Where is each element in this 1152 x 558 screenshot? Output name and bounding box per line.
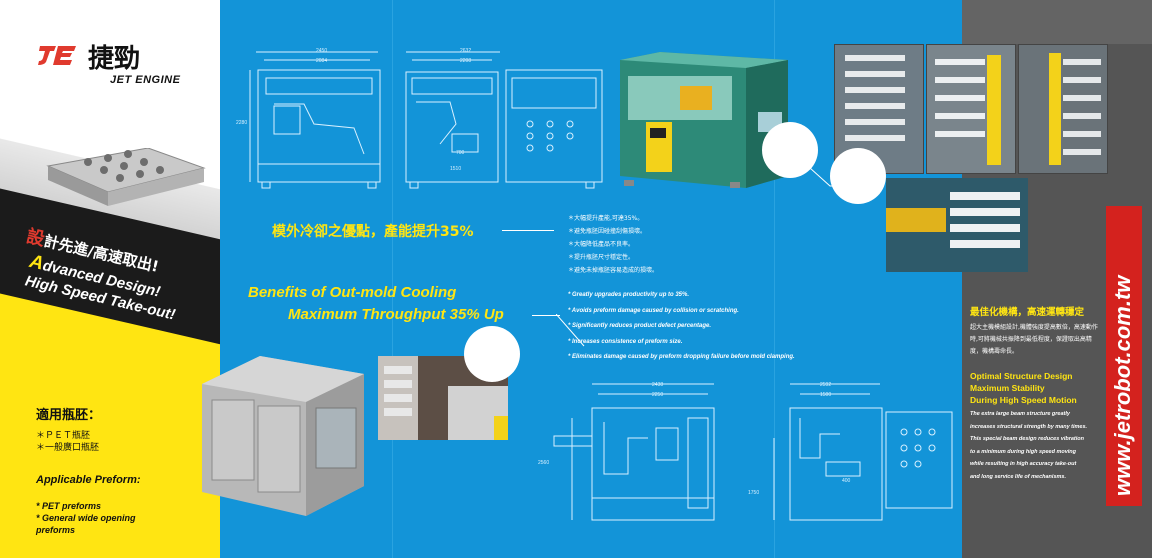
fold-line [774,0,775,558]
preform-item-cn: ＊一般廣口瓶胚 [36,443,100,453]
gripper-closeup-photo [886,178,1028,272]
preform-item-cn: ＊ＰＥＴ瓶胚 [36,431,91,441]
website-url[interactable]: www.jetrobot.com.tw [1110,275,1135,496]
body-line: The extra large beam structure greatly [970,411,1070,417]
benefit-item-en: * Increases consistence of preform size. [568,338,683,345]
dimension-label: 2084 [316,58,328,64]
preform-title-en: Applicable Preform: [36,474,141,486]
gripper-photo [1018,44,1108,174]
dimension-label: 2280 [236,120,248,126]
optimal-structure-title-en: Optimal Structure Design Maximum Stabili… [970,370,1077,406]
title-line: Optimal Structure Design [970,371,1073,381]
benefit-item-cn: ＊避免未掉瓶胚容易造成的損壞。 [568,267,659,274]
title-line: Maximum Stability [970,383,1045,393]
preform-gripper-icon [378,356,508,440]
benefits-title-cn: 模外冷卻之優點，產能提升35% [272,224,474,240]
website-bar [1106,206,1142,506]
preform-item-en: preforms [36,525,76,535]
dimension-label: 400 [842,478,851,484]
body-line: and long service life of mechanisms. [970,473,1066,480]
right-panel-header [962,0,1152,44]
technical-drawing-bottom-right [773,383,953,521]
benefit-item-cn: ＊提升瓶胚尺寸穩定性。 [568,254,635,261]
dimension-label: 2592 [820,382,832,388]
preform-list-cn: ＊ＰＥＴ瓶胚 ＊一般廣口瓶胚 [36,430,99,454]
optimal-structure-body-cn: 超大主機模組設計,機體強度提高數倍，高速動作時,可將機械共振降到最低程度，保證取… [970,324,1098,355]
body-line: increases structural strength by many ti… [970,423,1088,430]
dimension-label: 2208 [460,58,472,64]
detail-highlight-circle [830,148,886,204]
dimension-label: 2632 [460,48,472,54]
benefits-list-cn: ＊大幅提升產能,可達35%。 ＊避免瓶胚因碰撞刮傷損壞。 ＊大幅降低產品不良率。… [568,212,658,277]
technical-drawing-top-left [249,51,381,189]
dimension-label: 1750 [748,490,760,496]
dimension-label: 2438 [652,382,664,388]
benefits-title-en-line1: Benefits of Out-mold Cooling [248,284,457,301]
preform-item-en: * General wide opening [36,513,136,523]
dimension-label: 2450 [316,48,328,54]
gripper-closeup-icon [886,178,1028,272]
benefit-item-cn: ＊大幅提升產能,可達35%。 [568,215,644,222]
robot-cabinet-image [202,356,364,516]
gripper-rack-icon [1019,45,1107,173]
title-line: During High Speed Motion [970,395,1077,405]
detail-highlight-circle [464,326,520,382]
jet-engine-logo-icon [38,46,76,65]
brand-name-cn: 捷勁 [88,44,141,74]
body-line: This special beam design reduces vibrati… [970,436,1085,442]
title-underline [502,230,554,231]
preform-item-en: * PET preforms [36,501,102,511]
brand-name-en: JET ENGINE [110,74,181,86]
callout-line [556,314,585,347]
body-line: to a minimum during high speed moving [970,448,1077,455]
left-panel: 捷勁 JET ENGINE 設計先進/高速取出! Advanced Design… [0,0,220,558]
dimension-label: 700 [456,150,465,156]
title-underline [532,315,560,316]
benefit-item-en: * Avoids preform damage caused by collis… [568,307,739,314]
body-line: while resulting in high accuracy take-ou… [970,461,1077,467]
benefit-item-en: * Greatly upgrades productivity up to 35… [568,292,690,298]
gripper-photo [926,44,1016,174]
out-mold-cooling-machine-image [620,52,788,188]
benefits-list-en: * Greatly upgrades productivity up to 35… [568,288,795,366]
preform-takeout-photo [378,356,508,440]
brand-logo: 捷勁 JET ENGINE [36,38,186,94]
optimal-structure-body-en: The extra large beam structure greatly i… [970,408,1106,483]
preform-title-cn: 適用瓶胚： [36,408,102,423]
dimension-label: 1510 [450,166,462,172]
preform-mold-image [46,148,206,206]
technical-drawing-top-right [405,51,603,189]
fold-line [392,0,393,558]
yellow-area [0,350,220,558]
dimension-label: 1500 [820,392,832,398]
benefit-item-cn: ＊避免瓶胚因碰撞刮傷損壞。 [568,228,647,235]
benefit-item-en: * Eliminates damage caused by preform dr… [568,354,795,360]
technical-drawing-bottom-left [553,383,715,521]
dimension-label: 2250 [652,392,664,398]
benefit-item-en: * Significantly reduces product defect p… [568,323,712,329]
optimal-structure-title-cn: 最佳化機構，高速運轉穩定 [970,307,1085,318]
benefit-item-cn: ＊大幅降低產品不良率。 [568,241,635,248]
preform-list-en: * PET preforms * General wide opening pr… [36,500,136,536]
dimension-label: 2560 [538,460,550,466]
benefits-title-en-line2: Maximum Throughput 35% Up [288,306,504,323]
gripper-rack-icon [927,45,1015,173]
